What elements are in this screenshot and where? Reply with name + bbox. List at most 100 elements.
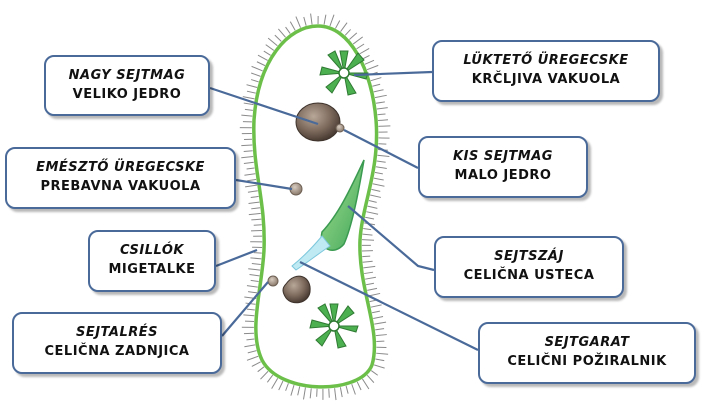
cilium [349, 32, 358, 40]
anal-pore-vacuole-small [267, 275, 279, 287]
cilium [303, 387, 306, 400]
cilium [243, 102, 254, 106]
cilium [373, 316, 384, 319]
label-nucleus-small-sl: MALO JEDRO [454, 168, 552, 183]
cilium [247, 350, 257, 354]
cilium [253, 224, 262, 226]
oral-groove-shape [320, 159, 365, 251]
cilium [345, 385, 349, 394]
label-cytopharynx-hu: SEJTGARAT [544, 335, 630, 351]
cilium [367, 287, 378, 291]
cilium [375, 358, 385, 362]
label-food-vacuole-sl: PREBAVNA VAKUOLA [40, 179, 201, 194]
cilium [246, 308, 255, 311]
cilium [375, 334, 387, 337]
cilium [368, 200, 377, 203]
cilium [361, 239, 375, 241]
cilium [372, 183, 385, 187]
cilium [328, 388, 330, 398]
label-nucleus-large: NAGY SEJTMAG VELIKO JEDRO [44, 55, 210, 116]
cilium [246, 90, 256, 94]
cilium [246, 84, 258, 89]
cilium [339, 387, 343, 398]
cilium [303, 16, 307, 26]
label-contractile-vacuole-hu: LÜKTETŐ ÜREGECSKE [463, 53, 629, 69]
cilium [242, 96, 255, 100]
leader-cilia [215, 248, 258, 268]
cilium [251, 207, 261, 210]
cilium [260, 370, 269, 380]
cilium [365, 282, 375, 286]
cilium [371, 310, 380, 314]
cilium [277, 28, 286, 38]
cilium [375, 328, 385, 331]
label-food-vacuole: EMÉSZTŐ ÜREGECSKE PREBAVNA VAKUOLA [5, 147, 236, 209]
cilium [374, 321, 387, 325]
cilium [244, 173, 256, 176]
cilium [364, 59, 375, 65]
label-anal-pore-hu: SEJTALRÉS [75, 325, 159, 341]
cilium [251, 65, 263, 72]
label-oral-groove-sl: CELIČNA USTECA [463, 268, 595, 283]
cilium [373, 364, 385, 369]
cilium [257, 54, 268, 61]
cilium [243, 150, 253, 153]
contractile-vacuole-bottom [309, 303, 359, 349]
leader-anal-pore [221, 281, 269, 337]
cilium [290, 384, 295, 396]
cilium [285, 383, 289, 391]
label-anal-pore-sl: CELIČNA ZADNJICA [44, 344, 190, 359]
cilium [352, 36, 364, 45]
cilium [363, 227, 372, 231]
cilium [366, 64, 379, 71]
anal-pore-vacuole-large [282, 275, 311, 304]
label-food-vacuole-hu: EMÉSZTŐ ÜREGECSKE [36, 160, 205, 176]
cilium [243, 161, 254, 164]
cilium [373, 89, 384, 93]
cilium [285, 26, 291, 34]
label-nucleus-large-hu: NAGY SEJTMAG [68, 67, 186, 83]
cilium [375, 101, 385, 104]
cilium [257, 366, 265, 373]
cilium [344, 29, 351, 36]
cilium [250, 195, 259, 199]
cilium [248, 212, 261, 216]
cilium [246, 285, 258, 288]
cilium [247, 178, 257, 182]
cilium [356, 381, 362, 391]
label-cytopharynx-sl: CELIČNI POŽIRALNIK [507, 354, 667, 369]
label-cilia: CSILLÓK MIGETALKE [88, 230, 216, 292]
cilium [366, 374, 375, 383]
leader-contractile-vacuole [353, 70, 433, 77]
cilium [362, 255, 371, 258]
cilium [250, 79, 259, 83]
cilium [310, 13, 313, 25]
cilium [376, 107, 388, 110]
leader-lines [209, 70, 479, 351]
cilium [370, 194, 382, 198]
label-nucleus-small: KIS SEJTMAG MALO JEDRO [418, 136, 588, 198]
cilium [376, 352, 389, 355]
cilium [246, 167, 255, 170]
cilium [367, 205, 378, 209]
cilium [351, 383, 356, 395]
cilium [365, 216, 375, 220]
cilium [335, 20, 341, 29]
cilium [289, 21, 296, 31]
cilium [374, 94, 387, 99]
cilium [297, 386, 301, 396]
cilium [247, 190, 258, 193]
label-cilia-sl: MIGETALKE [108, 262, 196, 277]
cilium [361, 378, 370, 390]
cilium [364, 271, 374, 275]
leader-cytopharynx [299, 261, 479, 351]
cilium [370, 77, 382, 82]
cilium [251, 263, 261, 265]
cilium [253, 252, 262, 254]
cilium [244, 108, 253, 111]
cilium [334, 388, 337, 401]
cilium [267, 37, 278, 47]
cilium [362, 260, 373, 263]
label-contractile-vacuole-sl: KRČLJIVA VAKUOLA [471, 72, 621, 87]
